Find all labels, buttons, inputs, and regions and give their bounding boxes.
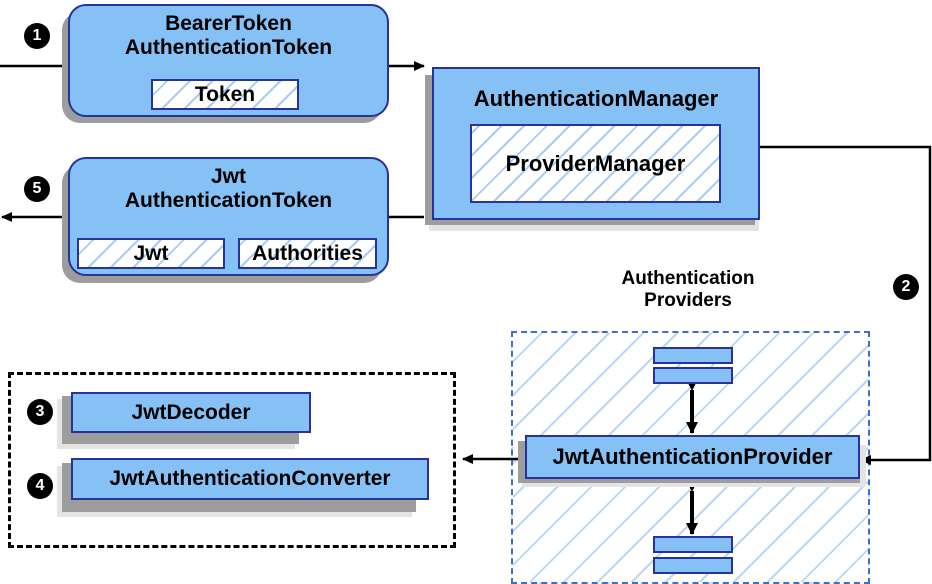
jwt-authentication-converter-label: JwtAuthenticationConverter	[109, 467, 391, 491]
bearer-token-title-line1: BearerToken	[165, 12, 292, 35]
jwt-authentication-converter-node[interactable]: JwtAuthenticationConverter	[71, 458, 429, 500]
step-marker-5-number: 5	[32, 180, 42, 197]
step-marker-4: 4	[27, 473, 53, 499]
jwt-token-title-line2: AuthenticationToken	[124, 188, 333, 212]
provider-bar-bottom-1	[653, 536, 733, 553]
jwt-decoder-label: JwtDecoder	[131, 400, 251, 424]
provider-bar-bottom-2	[653, 557, 733, 574]
jwt-token-slot-authorities-hatch	[240, 240, 375, 267]
provider-manager-slot-hatch	[472, 126, 719, 201]
providers-caption: Authentication Providers	[588, 268, 788, 312]
jwt-authentication-provider-label: JwtAuthenticationProvider	[552, 443, 833, 469]
step-marker-3: 3	[27, 399, 53, 425]
step-marker-3-number: 3	[35, 403, 45, 420]
bearer-token-slot-label: Token	[194, 82, 256, 106]
bearer-token-title-line2: AuthenticationToken	[124, 35, 333, 59]
step-marker-5: 5	[24, 176, 50, 202]
jwt-token-slot-jwt: Jwt	[77, 238, 225, 269]
step-marker-1-number: 1	[32, 27, 42, 44]
bearer-token-slot-hatch	[153, 81, 297, 108]
step-marker-4-number: 4	[35, 477, 45, 494]
bearer-token-slot: Token	[151, 79, 299, 110]
jwt-token-slot-jwt-hatch	[79, 240, 223, 267]
provider-bar-top-2	[653, 367, 733, 384]
provider-bar-top-1	[653, 347, 733, 364]
step-marker-2: 2	[893, 274, 919, 300]
jwt-token-slot-authorities: Authorities	[238, 238, 377, 269]
jwt-token-title: Jwt AuthenticationToken	[125, 165, 332, 212]
bearer-token-title: BearerToken AuthenticationToken	[125, 12, 332, 59]
jwt-token-slot-jwt-label: Jwt	[133, 241, 169, 265]
providers-caption-line2: Providers	[644, 289, 732, 311]
provider-manager-slot: ProviderManager	[470, 124, 721, 203]
jwt-authentication-provider-node[interactable]: JwtAuthenticationProvider	[525, 435, 860, 479]
jwt-decoder-node[interactable]: JwtDecoder	[71, 392, 311, 433]
step-marker-2-number: 2	[901, 278, 911, 295]
providers-caption-line1: Authentication	[621, 268, 755, 289]
provider-manager-slot-label: ProviderManager	[505, 150, 686, 176]
authentication-manager-title: AuthenticationManager	[473, 86, 719, 111]
jwt-token-slot-authorities-label: Authorities	[252, 241, 363, 265]
step-marker-1: 1	[24, 23, 50, 49]
jwt-token-title-line1: Jwt	[210, 165, 246, 188]
